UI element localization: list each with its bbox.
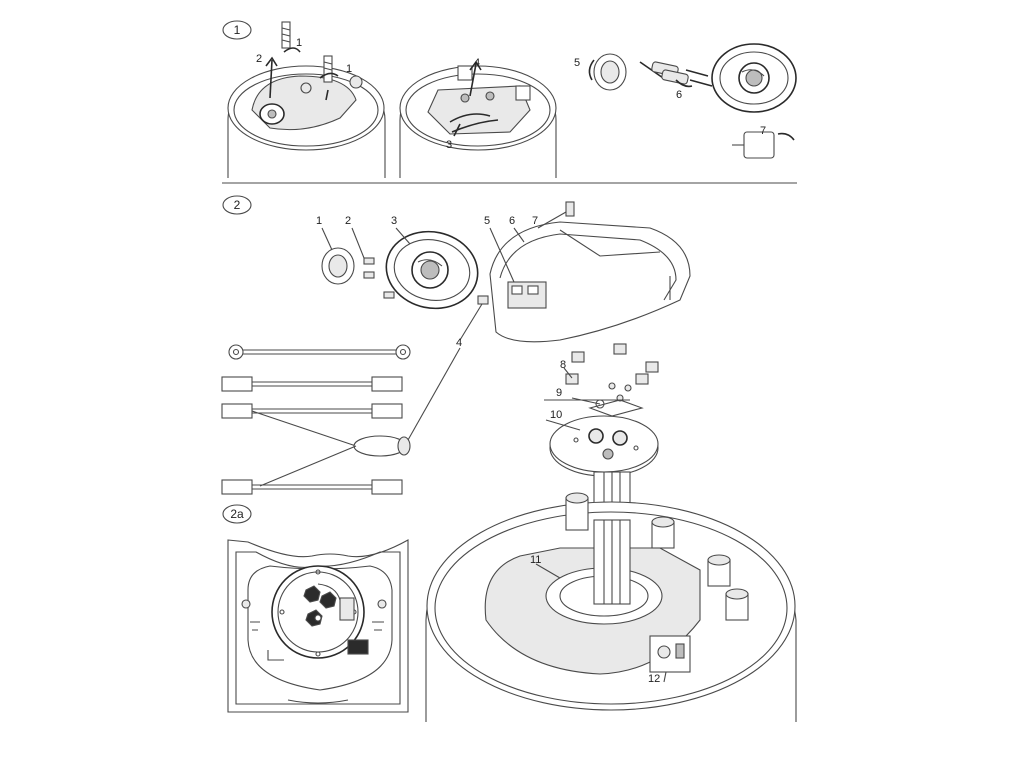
section-2: 2 [221,195,797,722]
callout-4: 4 [474,57,480,69]
section-2a-number: 2a [230,507,244,521]
part-connector [407,295,489,441]
part-screws [351,227,395,299]
section-1-number: 1 [234,23,241,37]
callout-part-10: 10 [550,409,562,421]
callout-part-5: 5 [484,215,490,227]
section-2-badge: 2 [222,195,252,215]
cable-spade-2 [221,479,403,495]
callout-part-3: 3 [391,215,397,227]
callout-1b: 1 [346,63,352,75]
thermostat-block-icon [743,131,775,159]
callout-2: 2 [256,53,262,65]
callout-part-2: 2 [345,215,351,227]
callout-part-4: 4 [456,337,462,349]
part-nuts [563,343,659,385]
callout-5: 5 [574,57,580,69]
screwdriver-icon [661,69,689,85]
step1-panel-c: 5 6 7 [574,43,797,159]
section-1: 1 1 2 1 [222,20,797,184]
arrow-up-icon [269,59,273,99]
top-view-detail [227,539,409,713]
rotate-arrow-icon [283,47,301,53]
part-callouts: 1 2 3 4 5 6 7 8 9 10 11 12 [316,215,660,685]
part-thermostat-plate [385,227,479,310]
step1-panel-a: 1 2 1 [227,21,386,178]
part-cover [489,221,691,343]
thermostat-block-icon [347,639,369,655]
rotate-arrow-icon [588,59,595,81]
cable-y-split [221,403,411,487]
part-knob [321,227,355,285]
callout-1: 1 [296,37,302,49]
section-2a-badge: 2a [222,504,252,524]
callout-3: 3 [446,139,452,151]
cable-ring-terminal [228,344,411,360]
callout-7: 7 [760,125,766,137]
callout-part-12: 12 [648,673,660,685]
part-washers-bracket [544,382,644,417]
callout-part-8: 8 [560,359,566,371]
section-1-badge: 1 [222,20,252,40]
callout-part-9: 9 [556,387,562,399]
part-cover-screw [537,201,671,300]
step1-panel-b: 4 3 [399,57,557,178]
callout-part-11: 11 [530,554,541,566]
callout-6: 6 [676,89,682,101]
callout-part-6: 6 [509,215,515,227]
section-2a: 2a [222,504,409,713]
rotate-arrow-icon [319,72,339,79]
rotate-arrow-icon [777,132,795,141]
callout-part-7: 7 [532,215,538,227]
section-2-number: 2 [234,198,241,212]
callout-part-1: 1 [316,215,322,227]
arrow-up-icon [469,63,477,97]
cable-spade-1 [221,376,403,392]
water-heater-tank [425,492,797,722]
